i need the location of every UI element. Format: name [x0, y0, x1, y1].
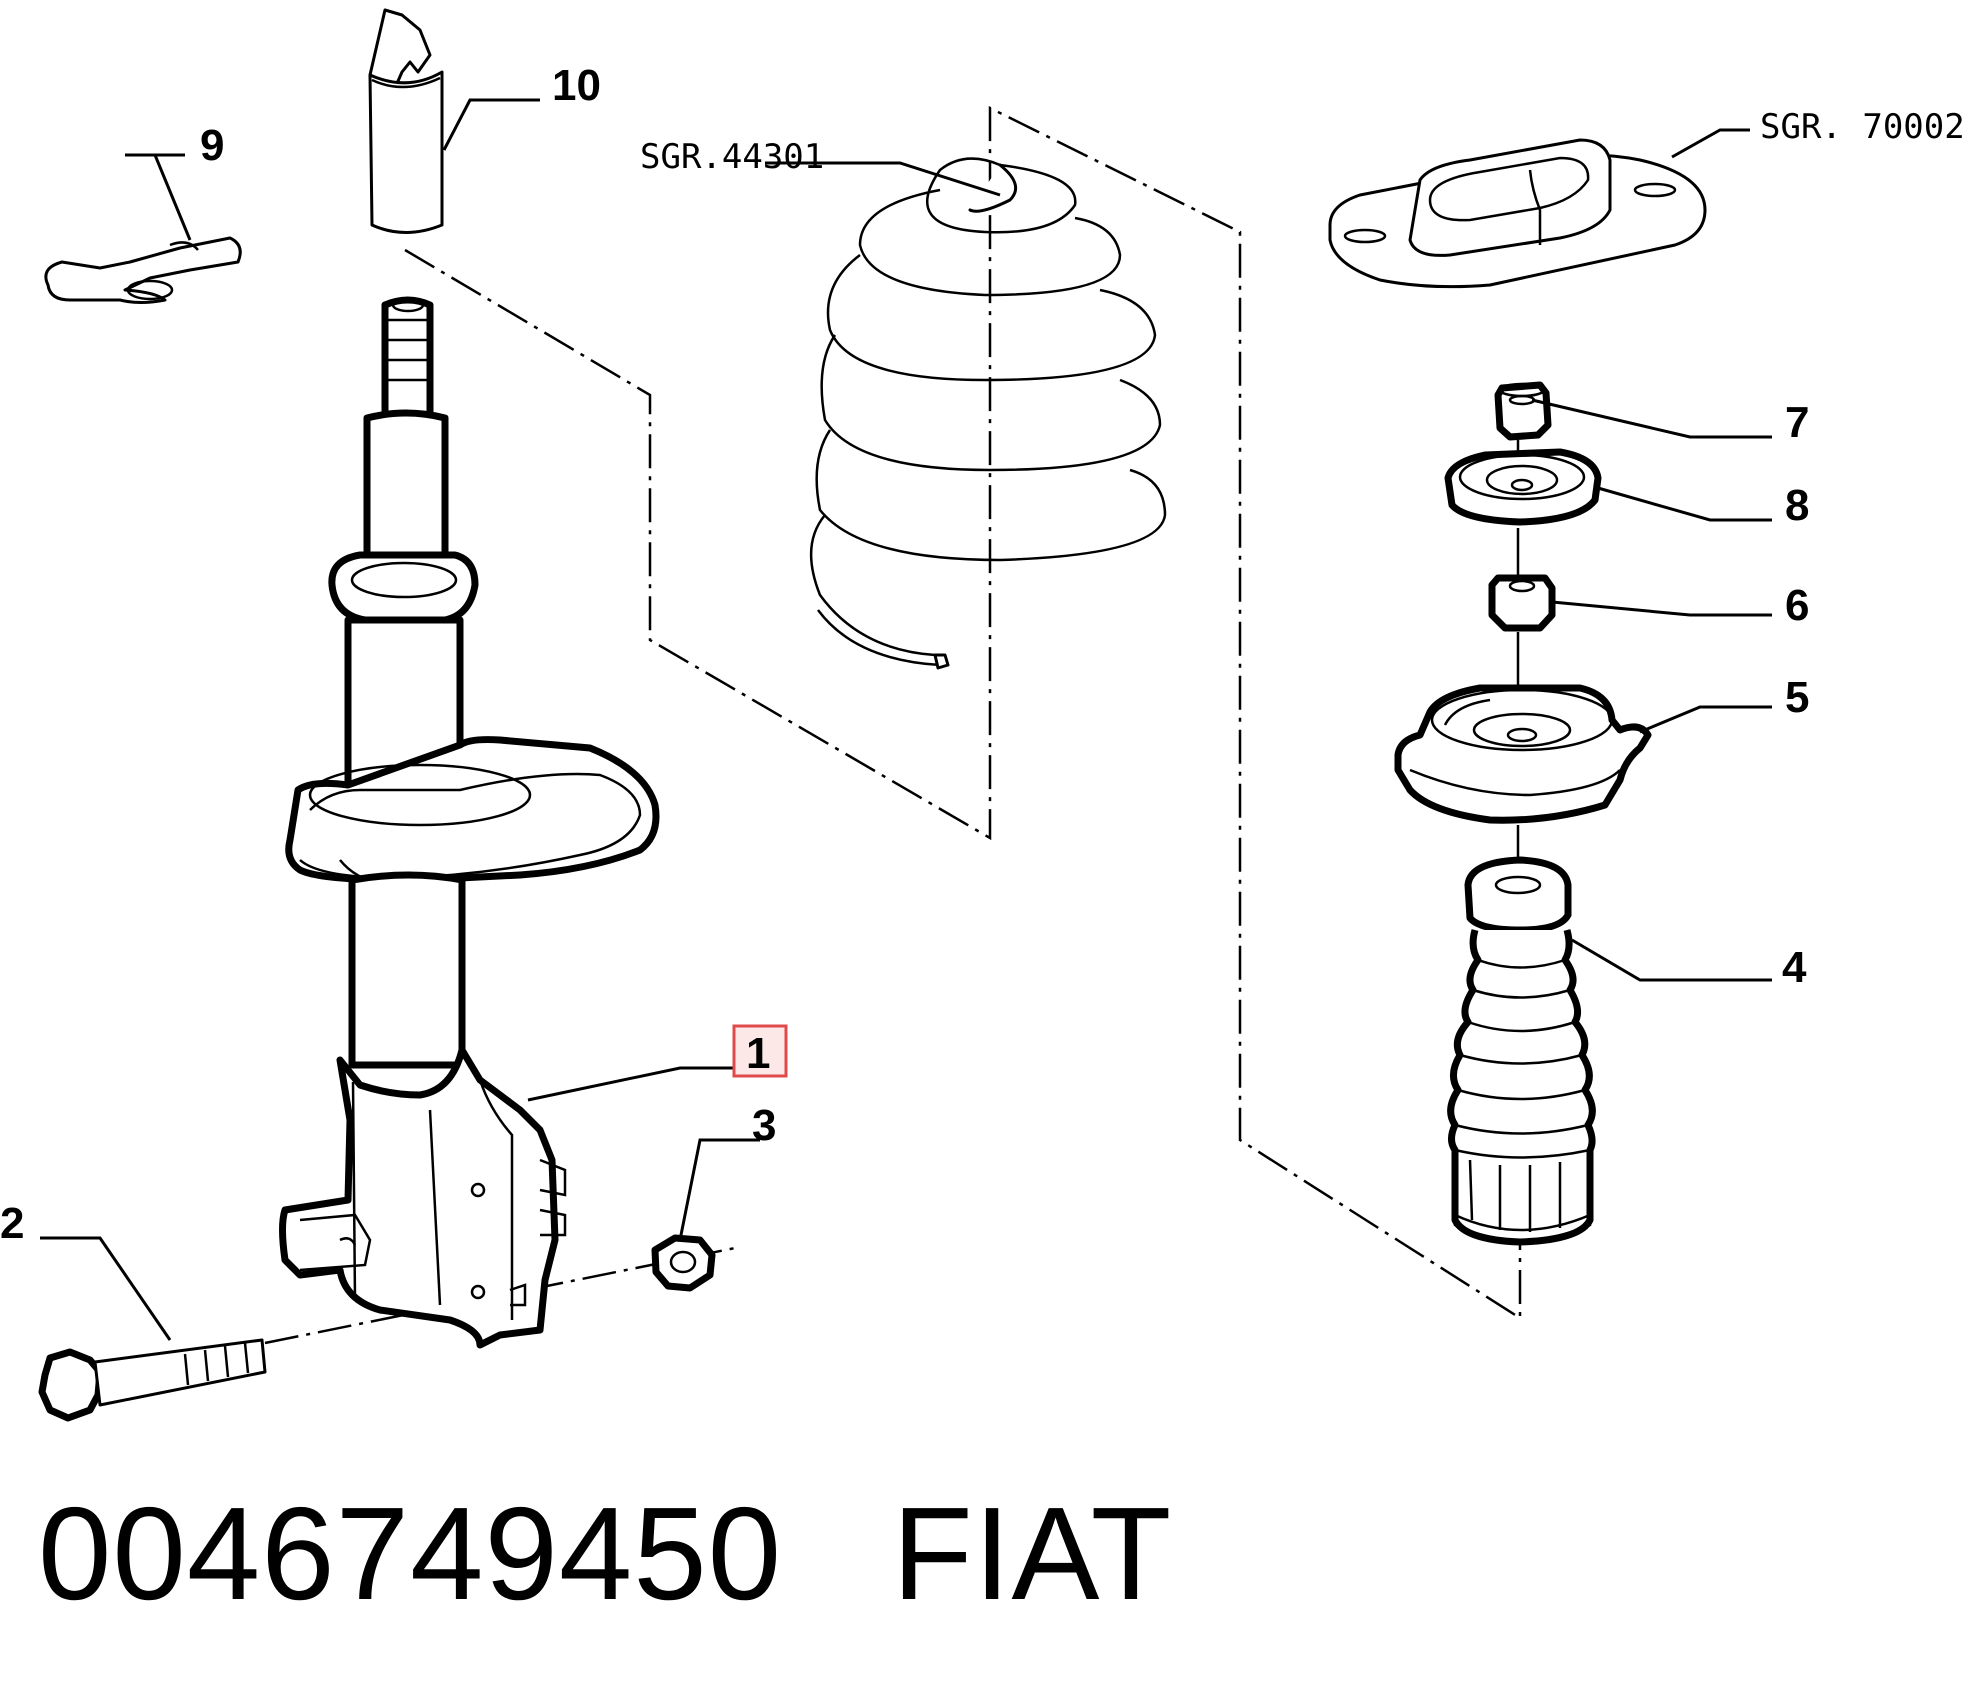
part-2-bolt[interactable]	[38, 1338, 267, 1422]
part-3-nut[interactable]	[651, 1234, 716, 1292]
mount-group-reference: SGR. 70002	[1760, 107, 1965, 147]
brand-name: FIAT	[892, 1480, 1173, 1627]
callout-1[interactable]: 1	[746, 1029, 770, 1078]
callout-4: 4	[1782, 943, 1807, 992]
callout-10: 10	[552, 61, 601, 110]
part-10-cap[interactable]	[368, 8, 444, 234]
callout-5: 5	[1785, 673, 1809, 722]
callout-9: 9	[200, 121, 224, 170]
part-9-clip[interactable]	[44, 236, 242, 304]
callout-7: 7	[1785, 398, 1809, 447]
coil-spring[interactable]	[809, 157, 1167, 670]
spring-group-reference: SGR.44301	[640, 137, 824, 177]
part-5-spring-mount[interactable]	[1394, 684, 1652, 860]
callout-leader-lines	[40, 98, 1772, 1341]
part-8-cup-washer[interactable]	[1444, 448, 1602, 575]
part-number-caption: 0046749450 FIAT	[38, 1478, 1172, 1628]
callout-8: 8	[1785, 481, 1809, 530]
part-number: 0046749450	[38, 1480, 783, 1627]
callout-3: 3	[752, 1101, 776, 1150]
selected-part-highlight[interactable]	[732, 1024, 788, 1078]
part-1-shock-absorber-strut[interactable]	[279, 296, 660, 1349]
part-6-nut[interactable]	[1488, 574, 1556, 690]
part-4-bump-stop[interactable]	[1447, 856, 1596, 1246]
top-mount-pad[interactable]	[1328, 138, 1707, 289]
callout-6: 6	[1785, 581, 1809, 630]
callout-2: 2	[0, 1199, 24, 1248]
